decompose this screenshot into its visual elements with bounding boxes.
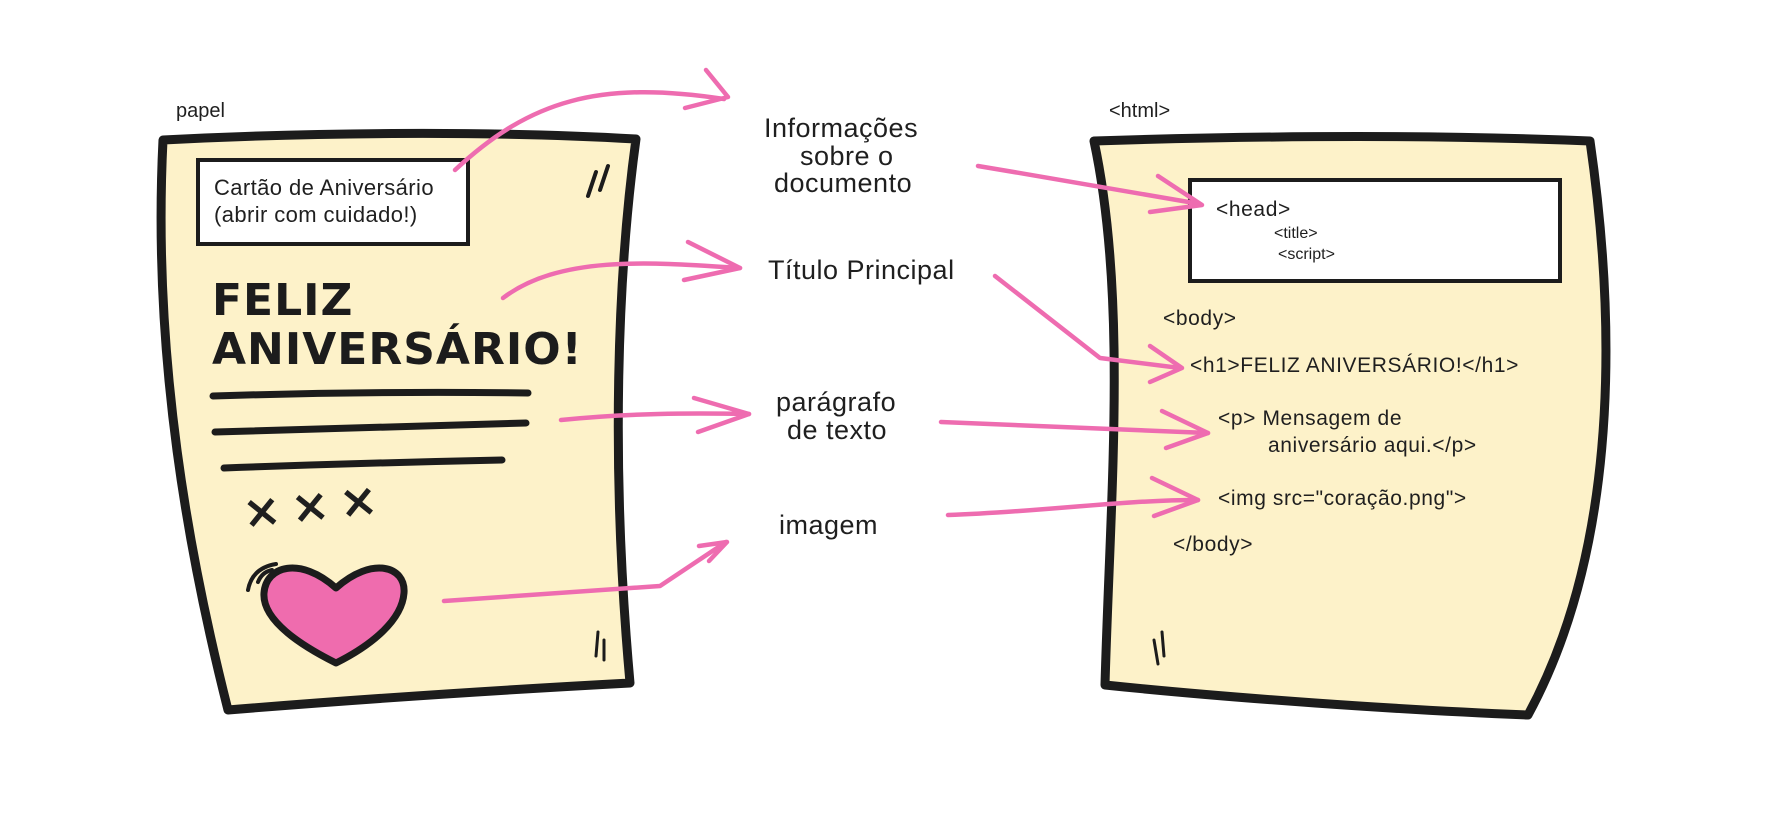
heart-icon xyxy=(260,564,408,667)
label-document-info-line-2: sobre o xyxy=(800,141,894,171)
arrow-lines-to-paragraph-head xyxy=(691,395,752,435)
arrow-image-to-img xyxy=(945,497,1201,518)
code-p-line-2: aniversário aqui.</p> xyxy=(1268,434,1477,457)
arrow-info-to-head xyxy=(975,163,1203,207)
arrow-title-to-h1 xyxy=(992,273,1183,371)
note-box-line-2: (abrir com cuidado!) xyxy=(214,202,418,227)
code-body-close: </body> xyxy=(1173,533,1254,556)
head-box xyxy=(1188,178,1562,283)
code-img: <img src="coração.png"> xyxy=(1218,487,1467,510)
arrow-title-to-h1-head xyxy=(1147,343,1185,385)
left-text-line-1 xyxy=(209,388,532,400)
left-paper-caption: papel xyxy=(176,100,225,122)
left-text-line-2 xyxy=(211,419,530,436)
left-note-box xyxy=(196,158,470,246)
arrow-image-to-img-head xyxy=(1149,475,1201,519)
code-h1: <h1>FELIZ ANIVERSÁRIO!</h1> xyxy=(1190,354,1520,377)
arrow-headline-to-title xyxy=(500,261,743,301)
left-text-line-3 xyxy=(220,456,506,472)
arrows xyxy=(441,67,1211,604)
right-paper-caption: <html> xyxy=(1109,100,1171,122)
arrow-heart-to-image xyxy=(441,539,729,604)
left-paper-scribble-bottom xyxy=(594,630,606,662)
code-script: <script> xyxy=(1278,246,1335,263)
heart-shine-mark xyxy=(246,562,278,592)
arrow-info-to-head-head xyxy=(1147,173,1205,215)
left-paper-scribble-top xyxy=(586,164,610,198)
code-title: <title> xyxy=(1274,225,1318,242)
arrow-lines-to-paragraph xyxy=(558,411,752,423)
code-p-line-1: <p> Mensagem de xyxy=(1218,407,1403,430)
arrow-headline-to-title-head xyxy=(681,239,743,283)
label-document-info-line-1: Informações xyxy=(764,113,919,143)
arrow-heart-to-image-head xyxy=(696,539,730,564)
headline-line-2: ANIVERSÁRIO! xyxy=(212,324,583,375)
arrow-paragraph-to-p xyxy=(938,419,1211,436)
label-document-info-line-3: documento xyxy=(774,168,913,198)
label-image: imagem xyxy=(779,510,879,540)
label-paragraph-line-1: parágrafo xyxy=(776,387,897,417)
label-paragraph-line-2: de texto xyxy=(787,415,888,445)
headline-line-1: FELIZ xyxy=(212,275,354,326)
arrow-note-to-info-head xyxy=(682,67,731,111)
note-box-line-1: Cartão de Aniversário xyxy=(214,175,434,200)
arrow-note-to-info xyxy=(452,89,727,173)
arrow-paragraph-to-p-head xyxy=(1159,408,1211,451)
right-paper-scribble xyxy=(1152,630,1166,666)
code-head: <head> xyxy=(1216,198,1291,221)
code-body-open: <body> xyxy=(1163,307,1237,330)
label-main-title: Título Principal xyxy=(768,255,955,285)
